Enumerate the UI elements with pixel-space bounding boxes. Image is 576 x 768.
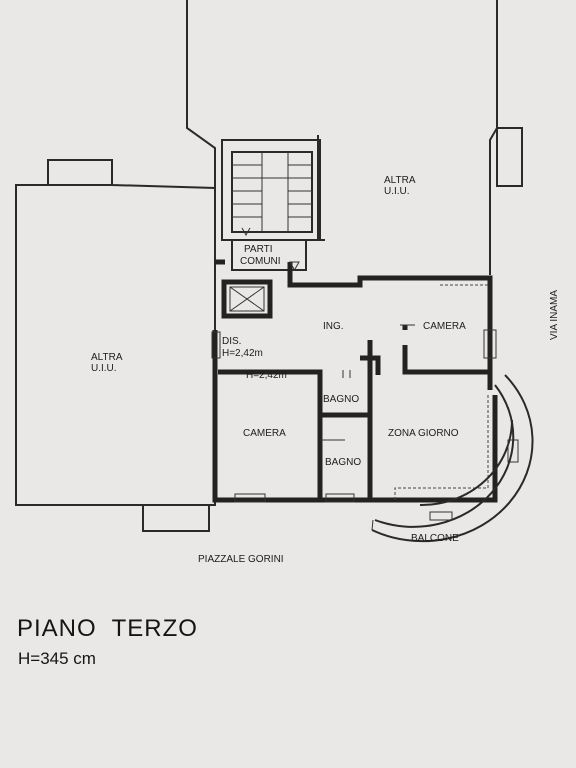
label-h-corridor: H=2,42m: [246, 370, 287, 381]
lift-shaft: [221, 279, 273, 319]
floor-title: PIANO TERZO: [17, 615, 198, 642]
label-altra-left: ALTRA: [91, 352, 123, 363]
label-balcone: BALCONE: [411, 533, 459, 544]
stair-core: [221, 139, 321, 271]
neighbour-unit-top: [186, 0, 523, 275]
label-ing: ING.: [323, 321, 344, 332]
lamp-icon: [289, 261, 300, 272]
label-camera-left: CAMERA: [243, 428, 286, 439]
label-uiu-left: U.I.U.: [91, 363, 117, 374]
label-bagno-2: BAGNO: [325, 457, 361, 468]
label-zona-giorno: ZONA GIORNO: [388, 428, 459, 439]
apartment-walls: [212, 259, 498, 503]
label-parti: PARTI: [244, 244, 273, 255]
label-piazzale-gorini: PIAZZALE GORINI: [198, 554, 284, 565]
label-camera-right: CAMERA: [423, 321, 466, 332]
label-altra-top: ALTRA: [384, 175, 416, 186]
label-uiu-top: U.I.U.: [384, 186, 410, 197]
label-h-dis: H=2,42m: [222, 348, 263, 359]
neighbour-unit-left: [15, 159, 216, 532]
label-via-inama: VIA INAMA: [549, 290, 560, 340]
balcony-curve: [371, 374, 534, 543]
window-marks: [211, 329, 519, 503]
label-bagno-1: BAGNO: [323, 394, 359, 405]
label-comuni: COMUNI: [240, 256, 281, 267]
floor-height: H=345 cm: [18, 649, 96, 668]
label-dis: DIS.: [222, 336, 241, 347]
